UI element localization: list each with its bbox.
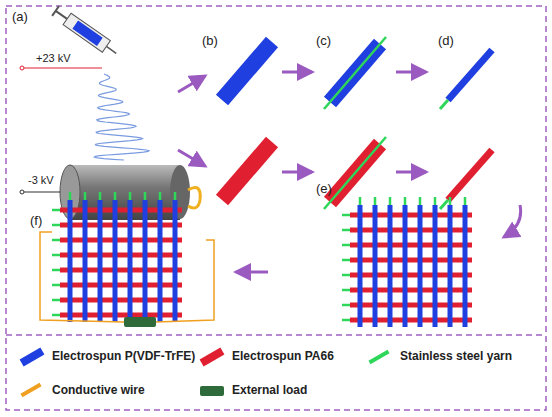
yarn-stroke — [173, 200, 178, 322]
yarn-stroke — [60, 253, 182, 258]
yarn-stroke — [143, 200, 148, 322]
yarn-stroke — [419, 197, 422, 205]
yarn-stroke — [342, 289, 350, 292]
yarn-stroke — [69, 192, 72, 200]
panel-letter: (d) — [438, 34, 454, 48]
legend-text: Electrospun PA66 — [232, 350, 334, 363]
yarn-stroke — [389, 197, 392, 205]
legend-swatch — [20, 383, 41, 397]
yarn-stroke — [403, 205, 408, 327]
panel-letter: (c) — [316, 34, 331, 48]
yarn-stroke — [60, 298, 182, 303]
yarn-stroke — [350, 303, 472, 308]
yarn-stroke — [129, 192, 132, 200]
yarn-stroke — [342, 244, 350, 247]
yarn-stroke — [350, 243, 472, 248]
yarn-stroke — [350, 288, 472, 293]
panel-letter: (e) — [316, 182, 332, 196]
yarn-stroke — [52, 209, 60, 212]
panel-letter: (f) — [30, 214, 42, 228]
yarn-stroke — [60, 313, 182, 318]
yarn-stroke — [60, 238, 182, 243]
yarn-stroke — [358, 205, 363, 327]
yarn-stroke — [144, 192, 147, 200]
legend-text: Conductive wire — [52, 384, 145, 397]
yarn-stroke — [52, 269, 60, 272]
yarn-stroke — [342, 214, 350, 217]
legend-text: Stainless steel yarn — [400, 350, 512, 363]
legend-text: Electrospun P(VDF-TrFE) — [52, 350, 195, 363]
yarn-stroke — [434, 197, 437, 205]
yarn-stroke — [342, 259, 350, 262]
yarn-stroke — [342, 229, 350, 232]
legend-swatch — [200, 348, 225, 367]
yarn-stroke — [99, 192, 102, 200]
yarn-stroke — [449, 197, 452, 205]
yarn-stroke — [83, 200, 88, 322]
legend-swatch — [368, 350, 389, 364]
yarn-stroke — [374, 197, 377, 205]
yarn-stroke — [84, 192, 87, 200]
yarn-stroke — [174, 192, 177, 200]
yarn-stroke — [159, 192, 162, 200]
yarn-stroke — [60, 283, 182, 288]
yarn-stroke — [52, 299, 60, 302]
legend-text: External load — [232, 384, 307, 397]
yarn-stroke — [60, 268, 182, 273]
yarn-stroke — [342, 274, 350, 277]
yarn-stroke — [350, 213, 472, 218]
yarn-stroke — [388, 205, 393, 327]
yarn-stroke — [60, 223, 182, 228]
yarn-stroke — [404, 197, 407, 205]
yarn-stroke — [373, 205, 378, 327]
panel-letter: (a) — [12, 10, 28, 24]
yarn-stroke — [418, 205, 423, 327]
yarn-stroke — [52, 224, 60, 227]
yarn-stroke — [342, 304, 350, 307]
yarn-stroke — [52, 314, 60, 317]
yarn-stroke — [158, 200, 163, 322]
legend-swatch — [200, 386, 224, 396]
yarn-stroke — [68, 200, 73, 322]
yarn-stroke — [463, 205, 468, 327]
yarn-stroke — [350, 228, 472, 233]
yarn-stroke — [359, 197, 362, 205]
yarn-stroke — [52, 254, 60, 257]
voltage-label: -3 kV — [28, 174, 54, 186]
yarn-stroke — [60, 208, 182, 213]
yarn-stroke — [52, 239, 60, 242]
yarn-stroke — [464, 197, 467, 205]
yarn-stroke — [350, 318, 472, 323]
yarn-stroke — [98, 200, 103, 322]
yarn-stroke — [128, 200, 133, 322]
voltage-label: +23 kV — [36, 52, 71, 64]
yarn-stroke — [342, 319, 350, 322]
yarn-stroke — [448, 205, 453, 327]
yarn-stroke — [433, 205, 438, 327]
yarn-stroke — [350, 273, 472, 278]
yarn-stroke — [350, 258, 472, 263]
legend-swatch — [20, 348, 45, 367]
yarn-stroke — [52, 284, 60, 287]
yarn-stroke — [113, 200, 118, 322]
yarn-stroke — [114, 192, 117, 200]
panel-letter: (b) — [202, 34, 218, 48]
